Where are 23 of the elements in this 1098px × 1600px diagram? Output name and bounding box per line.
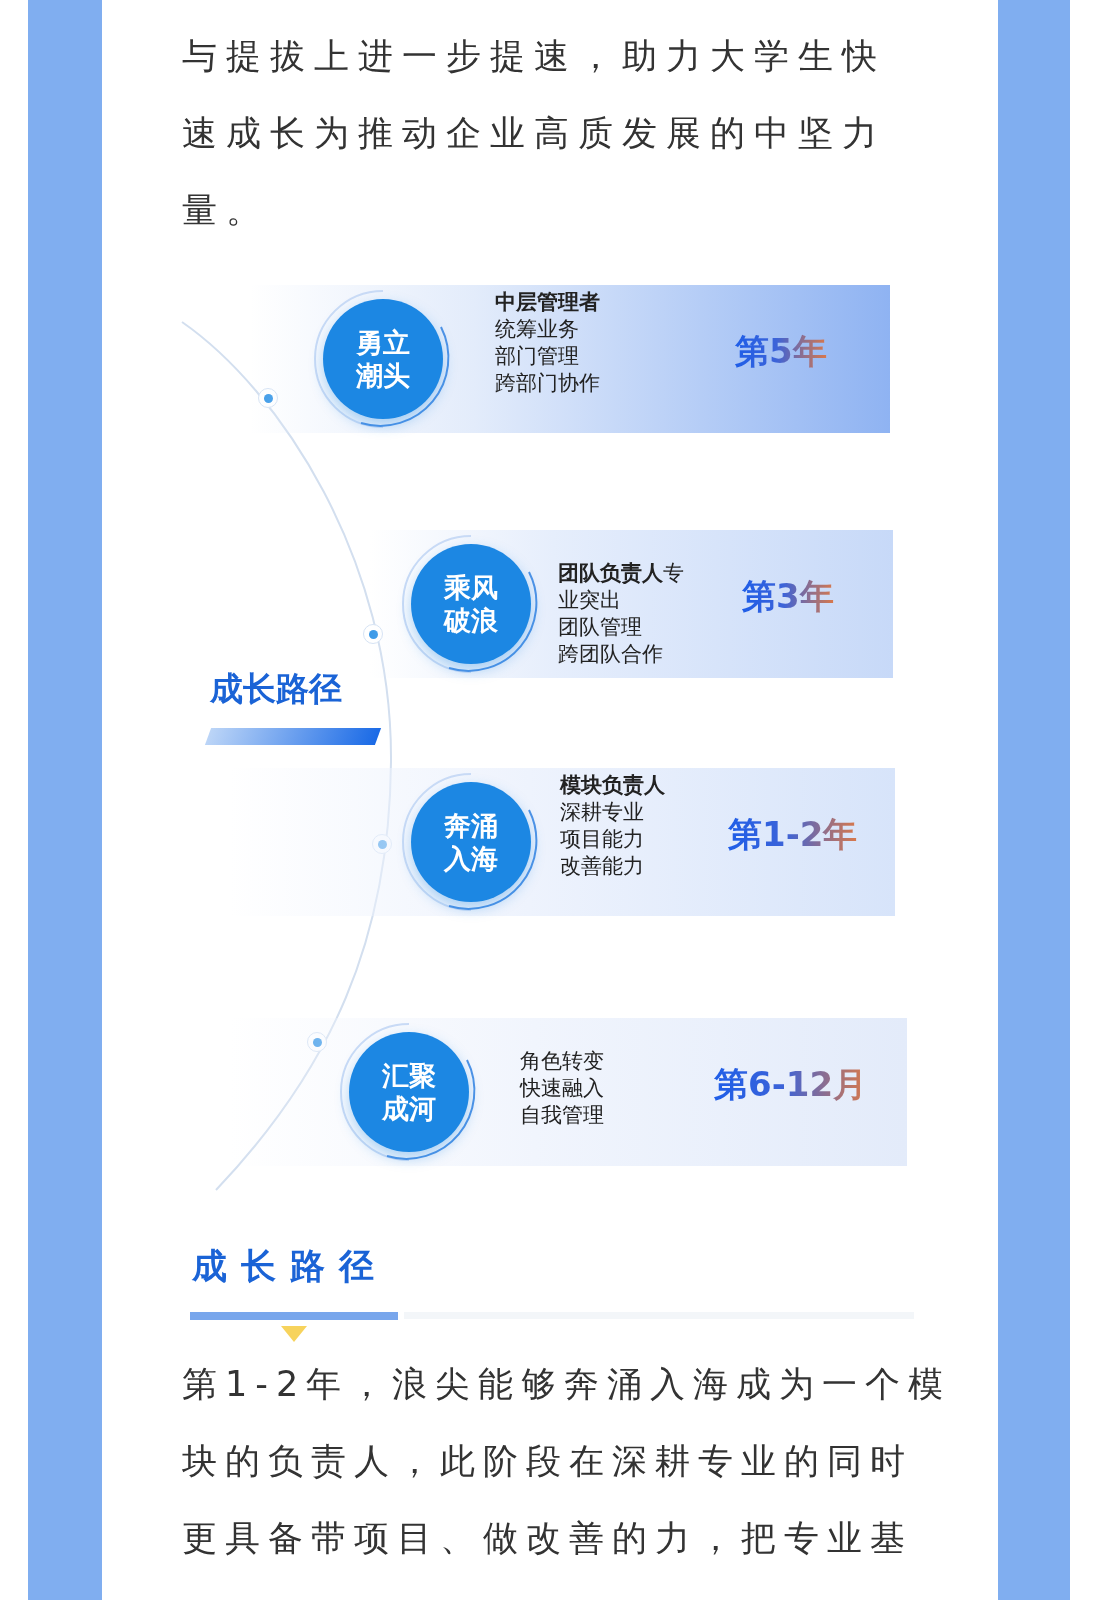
skill-item: 跨部门协作 (495, 370, 601, 397)
skill-item: 部门管理 (495, 343, 580, 370)
skill-item: 自我管理 (520, 1102, 605, 1129)
stage-name: 汇聚成河 (381, 1059, 437, 1125)
skill-item: 快速融入 (520, 1075, 605, 1102)
body-paragraph: 第1-2年，浪尖能够奔涌入海成为一个模块的负责人，此阶段在深耕专业的同时更具备带项目、做改善的力，把专业基 (182, 1363, 952, 1560)
intro-paragraph: 与提拔上进一步提速，助力大学生快速成长为推动企业高质发展的中坚力量。 (182, 35, 887, 232)
role-title: 中层管理者 (495, 289, 601, 316)
stage-name: 勇立潮头 (355, 326, 411, 392)
skill-item: 项目能力 (560, 826, 645, 853)
stage-name: 奔涌入海 (442, 809, 499, 875)
section-heading: 成长路径 (192, 1245, 388, 1288)
role-title: 模块负责人 (560, 772, 666, 799)
side-heading: 成长路径 (210, 668, 342, 710)
skill-item: 统筹业务 (495, 316, 580, 343)
skill-item: 团队负责人专业突出 (558, 560, 685, 614)
stage-band (370, 530, 893, 678)
stage-name: 乘风破浪 (442, 571, 499, 637)
skill-item: 团队管理 (558, 614, 643, 641)
skill-item: 改善能力 (560, 853, 645, 880)
skill-item: 角色转变 (520, 1048, 605, 1075)
skill-item: 深耕专业 (560, 799, 645, 826)
skill-item: 跨团队合作 (558, 641, 664, 668)
